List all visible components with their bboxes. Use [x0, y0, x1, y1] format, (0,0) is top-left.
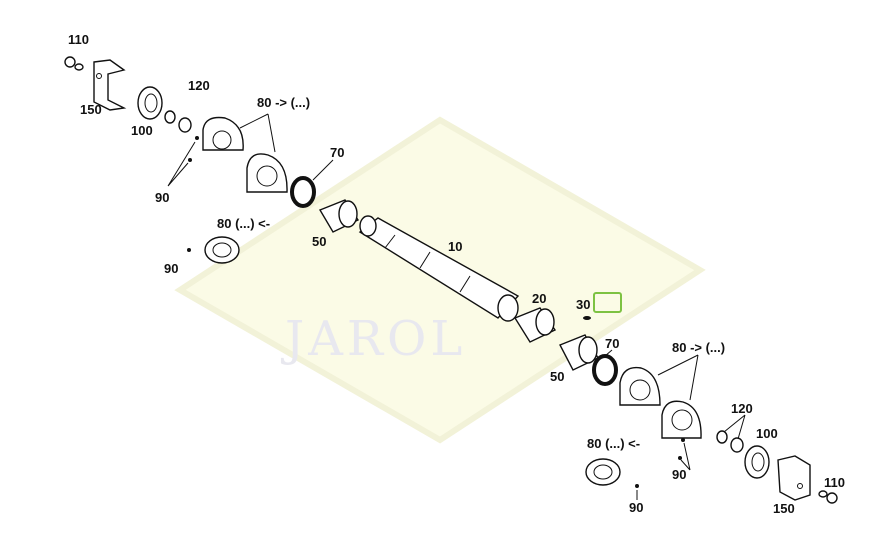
label-150: 150: [773, 501, 795, 516]
label-70: 70: [605, 336, 619, 351]
label-50: 50: [550, 369, 564, 384]
washers-120-top[interactable]: [164, 110, 192, 133]
label-120: 120: [188, 78, 210, 93]
watermark-text: JAROL: [280, 311, 466, 367]
pin-90-small-bottom[interactable]: [635, 484, 639, 500]
flange-80-top[interactable]: [202, 113, 288, 193]
selection-highlight-box[interactable]: [593, 292, 622, 313]
label-90: 90: [155, 190, 169, 205]
label-100: 100: [756, 426, 778, 441]
bearing-100-bottom[interactable]: [744, 445, 770, 479]
label-150: 150: [80, 102, 102, 117]
label-90: 90: [629, 500, 643, 515]
label-80: 80 -> (...): [672, 340, 725, 355]
label-80: 80 -> (...): [257, 95, 310, 110]
pin-90-small-top[interactable]: [187, 248, 191, 252]
label-70: 70: [330, 145, 344, 160]
flange-80-bottom[interactable]: [619, 354, 702, 439]
label-90: 90: [164, 261, 178, 276]
bushing-20[interactable]: [513, 307, 557, 343]
label-50: 50: [312, 234, 326, 249]
bracket-150-bottom[interactable]: [777, 455, 811, 501]
label-20: 20: [532, 291, 546, 306]
pins-90-bottom[interactable]: [678, 438, 691, 471]
bearing-100-top[interactable]: [137, 86, 163, 120]
label-80: 80 (...) <-: [217, 216, 270, 231]
label-90: 90: [672, 467, 686, 482]
gasket-80-small-bottom[interactable]: [585, 458, 621, 486]
seal-ring-70-top[interactable]: [290, 159, 334, 208]
label-100: 100: [131, 123, 153, 138]
label-120: 120: [731, 401, 753, 416]
key-30[interactable]: [583, 316, 591, 320]
label-80: 80 (...) <-: [587, 436, 640, 451]
pins-90-top[interactable]: [167, 136, 199, 187]
gasket-80-small-top[interactable]: [204, 236, 240, 264]
bushing-50-bottom[interactable]: [559, 334, 599, 371]
label-30: 30: [576, 297, 590, 312]
label-110: 110: [68, 32, 89, 47]
bolt-110-bottom[interactable]: [818, 490, 838, 504]
seal-ring-70-bottom[interactable]: [592, 349, 618, 386]
label-10: 10: [448, 239, 462, 254]
bolt-110-top[interactable]: [64, 56, 84, 71]
label-110: 110: [824, 475, 845, 490]
washers-120-bottom[interactable]: [716, 414, 746, 453]
shaft-10[interactable]: [358, 215, 520, 322]
bracket-150-top[interactable]: [93, 59, 127, 111]
bushing-50-top[interactable]: [318, 199, 360, 233]
